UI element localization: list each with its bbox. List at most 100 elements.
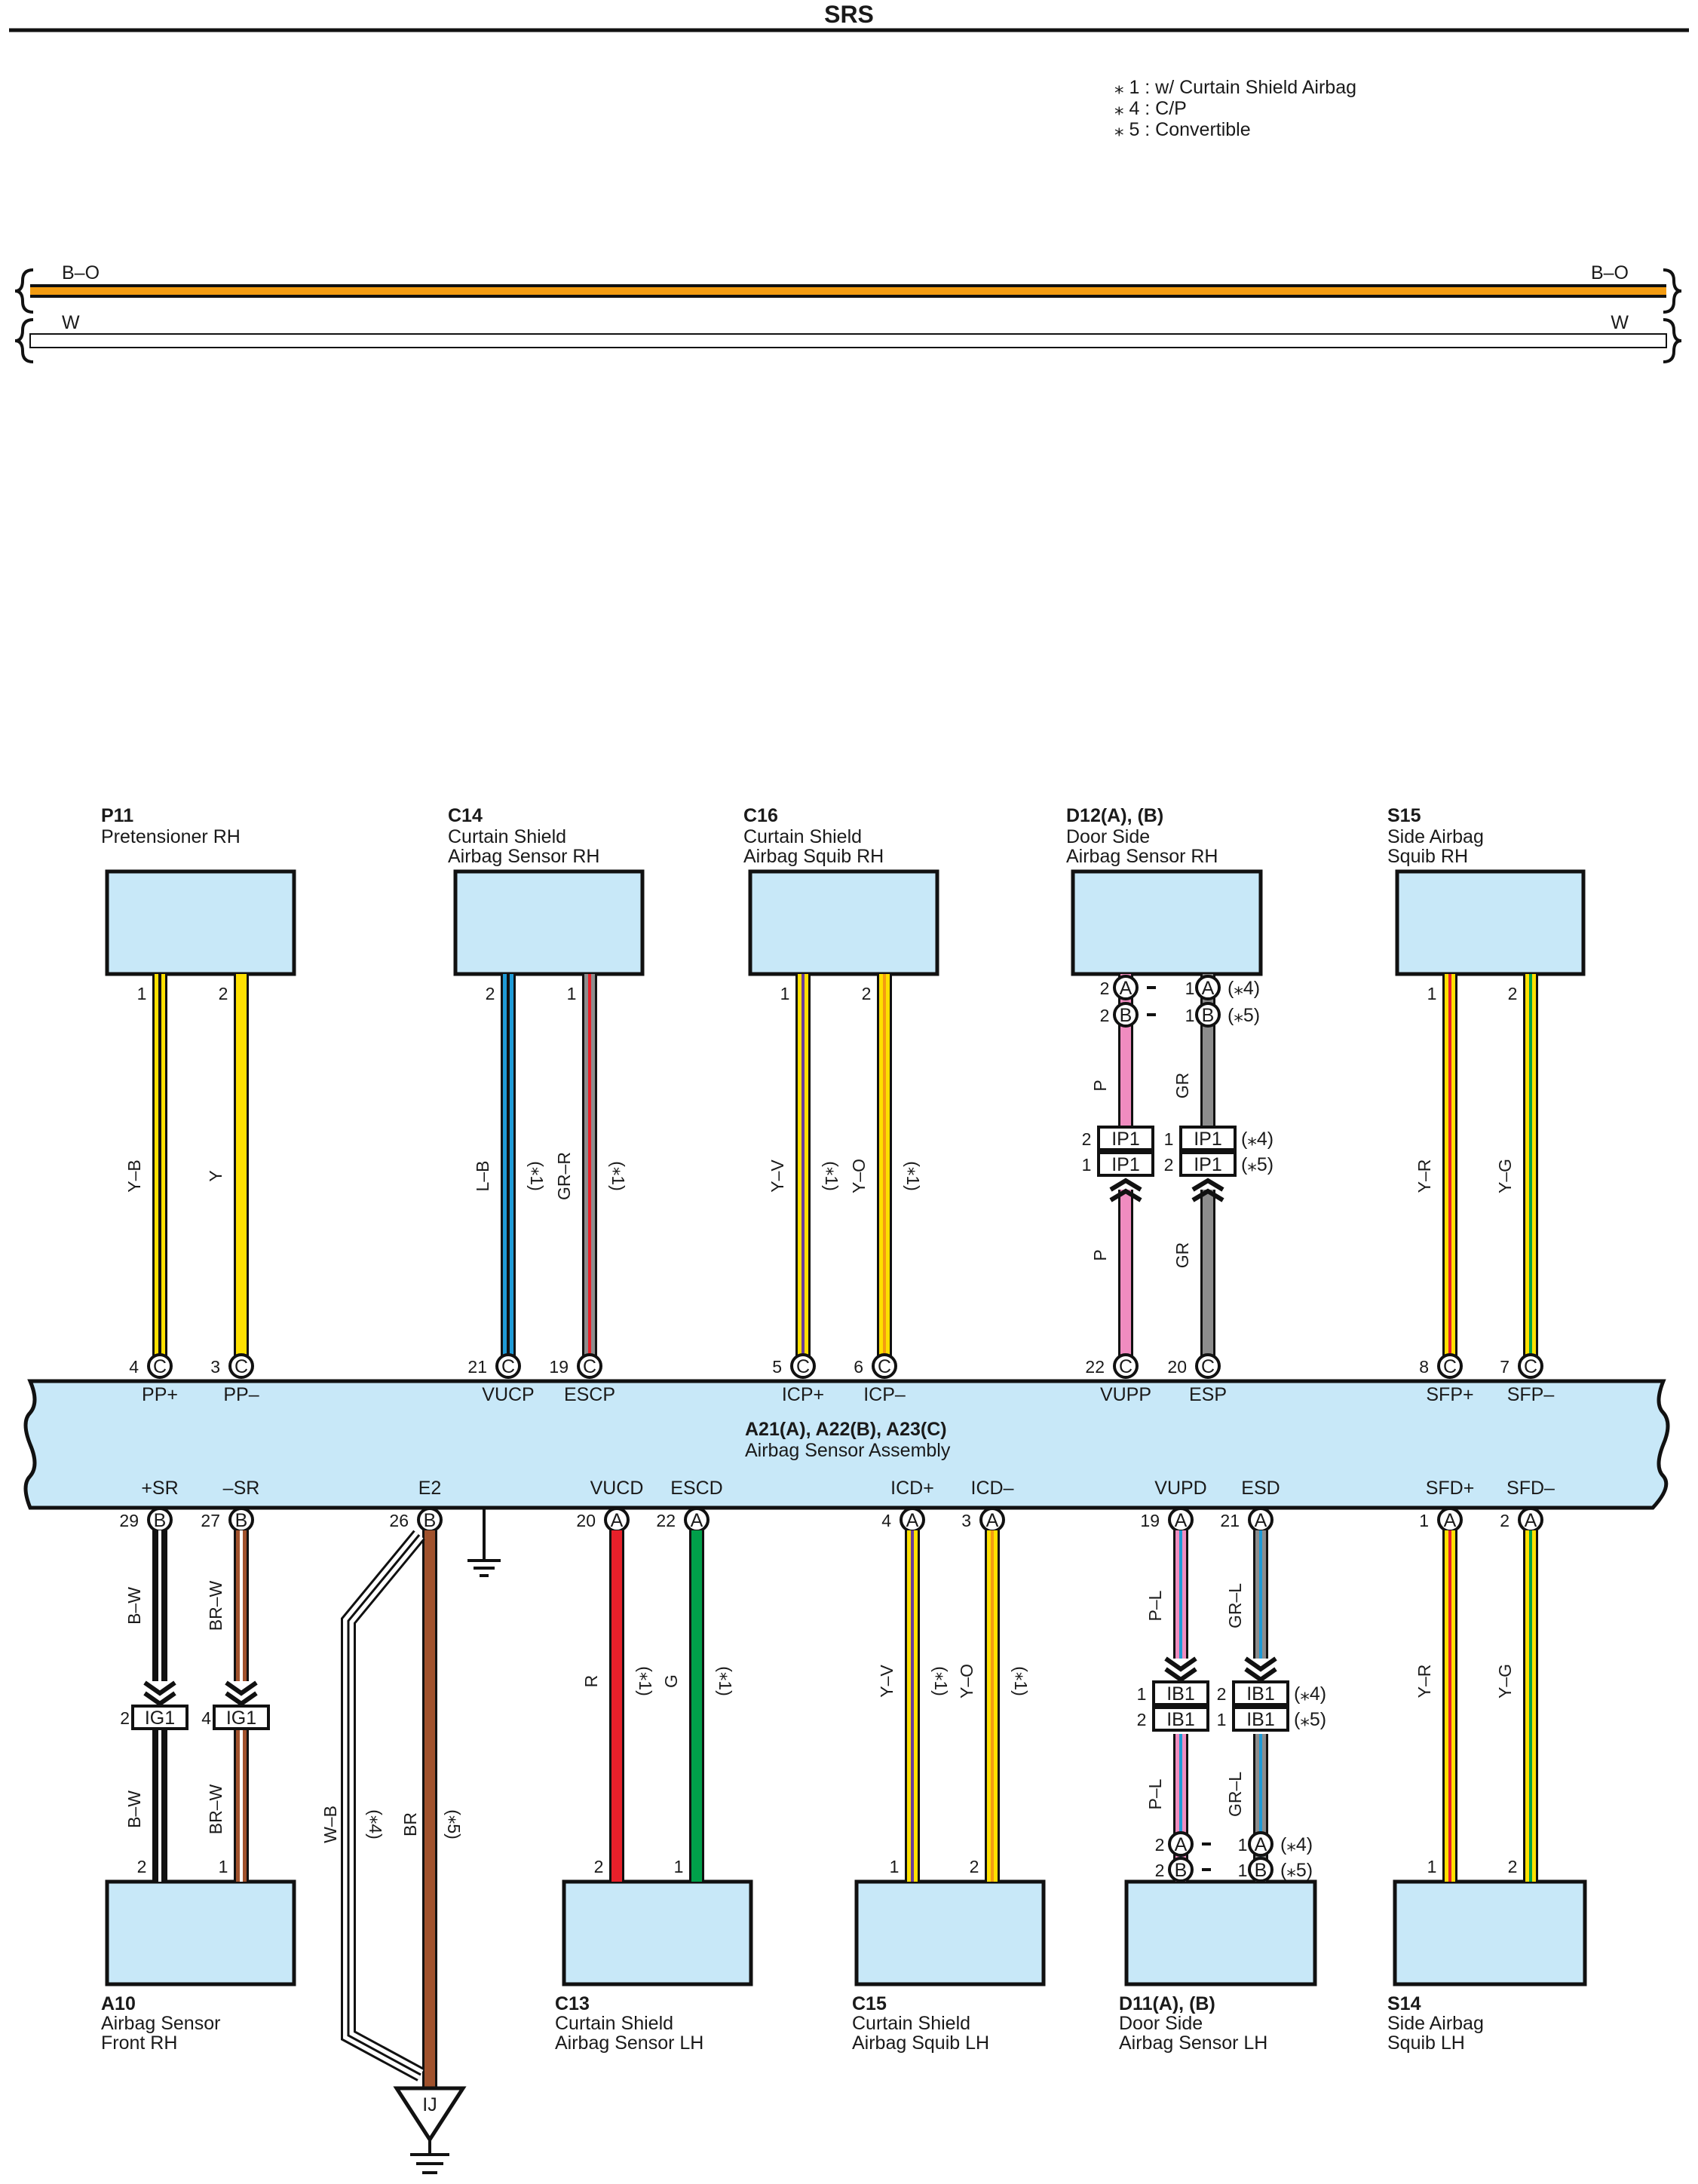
- wire-r: [609, 1530, 624, 1882]
- pin-number: 1: [1427, 984, 1437, 1003]
- main-terminal-label: VUPD: [1154, 1478, 1206, 1499]
- junction-box: [1097, 1151, 1154, 1177]
- pin-number: 6: [854, 1357, 863, 1377]
- pin-number: 2: [137, 1857, 147, 1876]
- wire-y: [234, 974, 249, 1371]
- pin-number: 1: [1238, 1835, 1248, 1855]
- main-pin-icd: A: [900, 1507, 925, 1533]
- pin-letter: C: [1201, 1356, 1215, 1377]
- variant-note: (⁎5): [444, 1809, 464, 1839]
- component-box: [105, 1879, 296, 1986]
- wire-label: Y–B: [124, 1159, 144, 1192]
- pin-number: 4: [129, 1357, 139, 1377]
- pin-number: 19: [1140, 1511, 1160, 1530]
- component-name: Airbag Sensor LH: [555, 2032, 703, 2054]
- variant-note: (⁎5): [1228, 1005, 1260, 1026]
- connector-chevron: [1244, 1656, 1277, 1683]
- wire-label: B–W: [124, 1790, 144, 1828]
- pin-number: 1: [674, 1857, 684, 1876]
- wire-y-v: [795, 974, 811, 1371]
- pin-number: 22: [656, 1511, 676, 1530]
- wire-label: Y–R: [1414, 1159, 1434, 1193]
- component-name: Pretensioner RH: [101, 826, 241, 847]
- wire-stripe: [1179, 1734, 1182, 1839]
- pin-letter: A: [611, 1510, 624, 1531]
- wire-b-w-a: [152, 1530, 167, 1681]
- wire-stripe: [158, 974, 161, 1371]
- main-terminal-label: PP–: [223, 1384, 259, 1405]
- wire-label: Y–G: [1495, 1664, 1515, 1698]
- variant-note: (⁎5): [1241, 1154, 1274, 1175]
- junction-label: IP1: [1111, 1154, 1140, 1175]
- pin-number: 21: [467, 1357, 487, 1377]
- variant-note: (⁎1): [527, 1161, 547, 1191]
- connector-chevron: [1164, 1656, 1197, 1683]
- pin-number: 4: [201, 1708, 211, 1728]
- wire-label: P–L: [1145, 1590, 1165, 1621]
- wire-stripe: [1529, 1530, 1532, 1882]
- main-terminal-label: VUCP: [482, 1384, 534, 1405]
- pin-number: 26: [389, 1511, 409, 1530]
- pin-number: 1: [1137, 1684, 1147, 1704]
- main-component-id: A21(A), A22(B), A23(C): [745, 1419, 947, 1440]
- wire-label: Y: [206, 1170, 225, 1181]
- pin-ring: [1248, 1831, 1274, 1857]
- variant-note: (⁎1): [903, 1161, 923, 1191]
- pin-number: 2: [1155, 1861, 1165, 1880]
- pin-number: 29: [119, 1511, 139, 1530]
- pin-number: 21: [1220, 1511, 1240, 1530]
- pin-letter: A: [1175, 1510, 1188, 1531]
- variant-note: (⁎1): [931, 1666, 951, 1696]
- wire-p-l-a: [1173, 1530, 1188, 1659]
- wire-y-r: [1442, 974, 1457, 1371]
- pin-letter: C: [1443, 1356, 1457, 1377]
- main-pin-vupp: C: [1113, 1353, 1139, 1379]
- chevron-stroke: [143, 1691, 176, 1707]
- bus-label-right: B–O: [1591, 262, 1629, 283]
- main-component-airbag-sensor-assembly: A21(A), A22(B), A23(C)Airbag Sensor Asse…: [23, 1379, 1670, 1510]
- pin-ring: [495, 1353, 521, 1379]
- pin-number: 19: [549, 1357, 569, 1377]
- wire-stripe: [1259, 1734, 1262, 1839]
- chevron-stroke: [1191, 1188, 1224, 1202]
- bus-insulation: [29, 333, 1667, 348]
- main-terminal-label: ICP+: [782, 1384, 824, 1405]
- wire-label: B–W: [124, 1587, 144, 1625]
- pin-number: 5: [772, 1357, 782, 1377]
- component-id: C14: [448, 805, 483, 826]
- wire-label: BR–W: [206, 1580, 225, 1631]
- wire-stripe: [1529, 974, 1532, 1371]
- pin-letter: A: [1444, 1510, 1457, 1531]
- connector-pin-a: A: [1113, 975, 1139, 1000]
- wire-label: Y–V: [768, 1159, 787, 1193]
- pin-ring: [1113, 1353, 1139, 1379]
- main-pin-icp: C: [790, 1353, 816, 1379]
- main-terminal-label: ESCD: [670, 1478, 722, 1499]
- pin-letter: C: [878, 1356, 891, 1377]
- pin-number: 1: [219, 1857, 228, 1876]
- wire-stripe: [507, 974, 510, 1371]
- wire-br-w-a: [234, 1530, 249, 1681]
- main-pin-esp: C: [1195, 1353, 1221, 1379]
- pin-ring: [228, 1353, 254, 1379]
- junction-ib1: IB1: [1152, 1680, 1209, 1706]
- component-name: Door Side: [1066, 826, 1150, 847]
- pin-number: 1: [1185, 979, 1195, 998]
- chevron-stroke: [1244, 1667, 1277, 1683]
- component-name: Curtain Shield: [852, 2013, 970, 2034]
- chevron-stroke: [225, 1691, 258, 1707]
- variant-note: (⁎1): [608, 1161, 628, 1191]
- pin-letter: A: [906, 1510, 919, 1531]
- pin-letter: A: [1525, 1510, 1537, 1531]
- wire-label: GR: [1172, 1073, 1192, 1099]
- main-pin-icd: A: [979, 1507, 1005, 1533]
- wavy-end-right: [1663, 268, 1682, 314]
- pin-number: 2: [219, 984, 228, 1003]
- pin-number: 2: [970, 1857, 979, 1876]
- pin-number: 1: [1082, 1155, 1092, 1175]
- wire-label: L–B: [473, 1161, 492, 1192]
- pin-ring: [1248, 1857, 1274, 1882]
- component-name: Curtain Shield: [555, 2013, 673, 2034]
